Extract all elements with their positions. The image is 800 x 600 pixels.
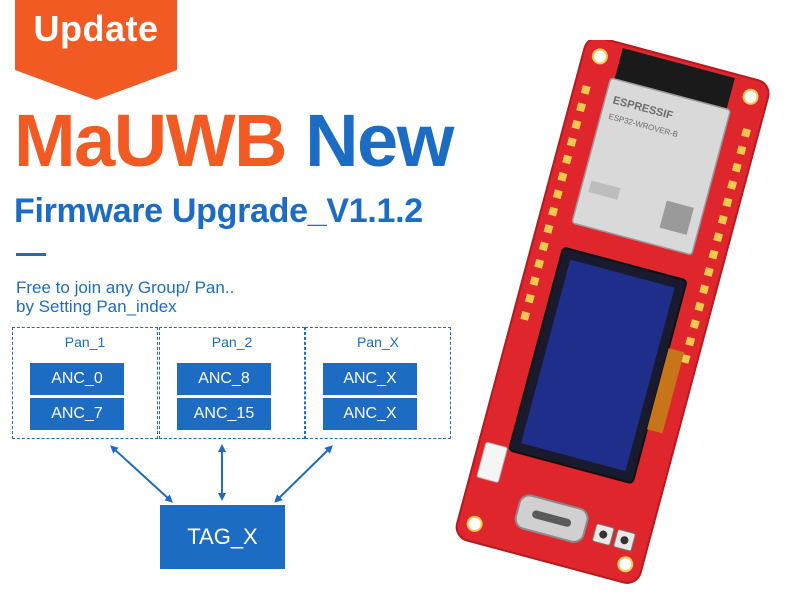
- title-brand: MaUWB: [14, 99, 288, 182]
- page-subtitle: Firmware Upgrade_V1.1.2: [14, 192, 423, 230]
- oled-ribbon: [646, 348, 685, 434]
- arrow-pan-1: [110, 445, 173, 503]
- button-reset-knob: [620, 536, 629, 545]
- description-line-2: by Setting Pan_index: [16, 297, 177, 316]
- divider: [16, 253, 46, 256]
- qr-code: [659, 200, 694, 235]
- group-title: Pan_X: [356, 334, 400, 350]
- board-image: ESPRESSIF ESP32-WROVER-B: [455, 40, 770, 584]
- group-pan-2: Pan_2 ANC_8 ANC_15: [159, 327, 305, 439]
- anchor-box: ANC_0: [30, 363, 124, 395]
- tag-box: TAG_X: [160, 505, 285, 569]
- anchor-box: ANC_15: [177, 398, 271, 430]
- mounting-hole: [466, 515, 483, 532]
- mounting-hole: [742, 88, 759, 105]
- oled-screen: [521, 259, 675, 472]
- group-pan-x: Pan_X ANC_X ANC_X: [305, 327, 451, 439]
- mounting-hole: [591, 48, 608, 65]
- anchor-box: ANC_X: [323, 398, 417, 430]
- title-new: New: [305, 99, 454, 182]
- button-boot-knob: [599, 530, 608, 539]
- update-badge: Update: [15, 0, 177, 100]
- group-title: Pan_2: [211, 334, 253, 350]
- page-title: MaUWB New: [14, 104, 454, 178]
- pin-header-right: [680, 127, 751, 364]
- description: Free to join any Group/ Pan.. by Setting…: [16, 278, 234, 316]
- group-title: Pan_1: [64, 334, 106, 350]
- anchor-box: ANC_X: [323, 363, 417, 395]
- description-line-1: Free to join any Group/ Pan..: [16, 278, 235, 297]
- pin-header-left: [520, 84, 591, 321]
- mounting-hole: [617, 556, 634, 573]
- anchor-box: ANC_7: [30, 398, 124, 430]
- badge-shape: [15, 0, 177, 100]
- arrow-pan-x: [274, 445, 333, 503]
- antenna: [614, 48, 735, 109]
- anchor-box: ANC_8: [177, 363, 271, 395]
- group-pan-1: Pan_1 ANC_0 ANC_7: [12, 327, 158, 439]
- ce-mark: [588, 180, 621, 200]
- battery-connector: [476, 442, 508, 483]
- usb-c-slot: [532, 510, 572, 527]
- update-label: Update: [33, 8, 159, 49]
